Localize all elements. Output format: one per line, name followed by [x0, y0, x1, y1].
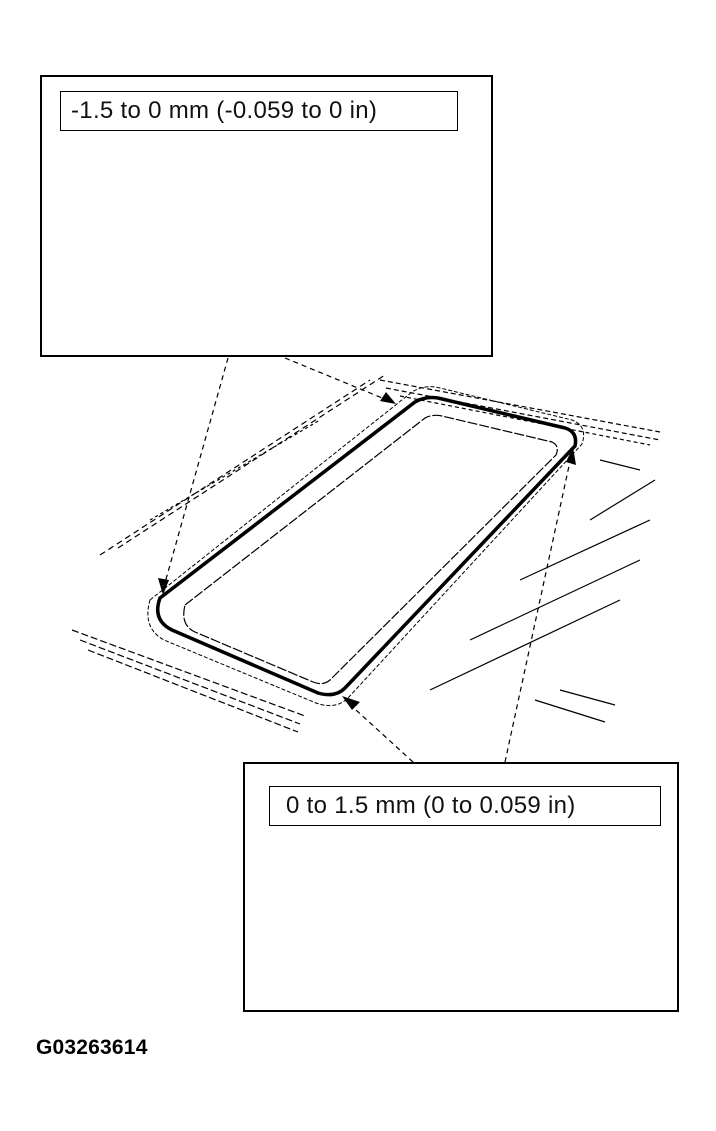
glass-seal-outline: [147, 386, 585, 707]
leader-arrowheads: [158, 392, 576, 710]
glass-outer-edge: [156, 395, 578, 697]
bottom-tolerance-label: 0 to 1.5 mm (0 to 0.059 in): [269, 786, 661, 826]
top-callout-box: -1.5 to 0 mm (-0.059 to 0 in): [40, 75, 493, 357]
leader-lines: [162, 357, 573, 763]
glass-inner-edge: [183, 414, 558, 685]
bottom-callout-box: 0 to 1.5 mm (0 to 0.059 in): [243, 762, 679, 1012]
glass-panel: [147, 386, 585, 707]
top-tolerance-label: -1.5 to 0 mm (-0.059 to 0 in): [60, 91, 458, 131]
roof-panel-lines: [71, 374, 661, 733]
figure-id: G03263614: [36, 1036, 148, 1059]
